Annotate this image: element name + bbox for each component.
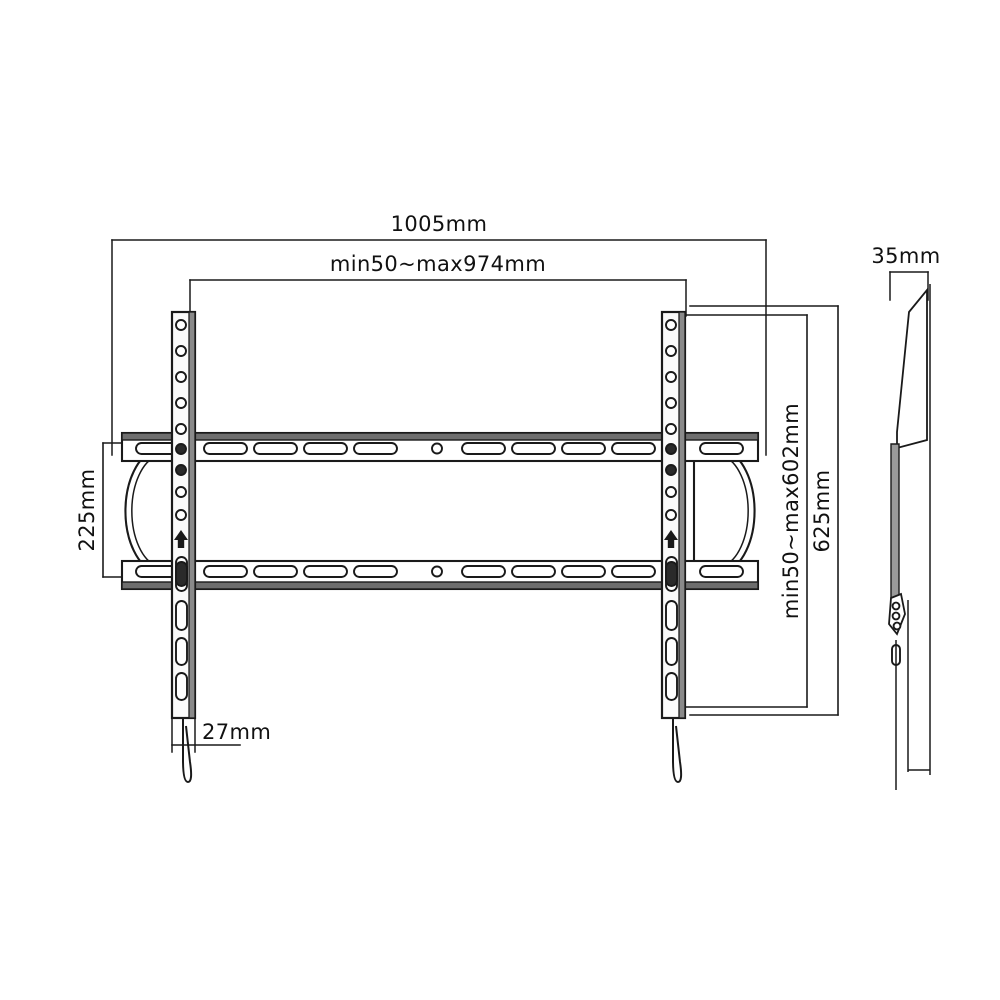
depth-label: 35mm bbox=[871, 244, 940, 268]
side-hole-mid bbox=[891, 611, 901, 621]
front-view bbox=[120, 310, 760, 784]
side-upper-arm bbox=[896, 287, 928, 450]
center-plate bbox=[184, 450, 696, 572]
top-rail-shadow-band bbox=[121, 432, 759, 441]
bottom-rail-shadow-band bbox=[121, 581, 759, 590]
right-release-cord-hook bbox=[672, 718, 683, 784]
side-hole-upper bbox=[891, 601, 901, 611]
orientation-up-arrow-right bbox=[664, 530, 678, 548]
top-rail-center-hole bbox=[431, 442, 443, 455]
side-body-plate bbox=[890, 443, 900, 602]
dimension-overall-width: 1005mm bbox=[111, 212, 767, 456]
dimension-mount-height-range: min50~max602mm bbox=[685, 314, 808, 708]
left-vertical-strut bbox=[170, 310, 197, 784]
dimension-depth: 35mm bbox=[871, 244, 940, 301]
bottom-rail-center-hole bbox=[431, 565, 443, 578]
dimension-mount-width-range: min50~max974mm bbox=[189, 252, 687, 317]
side-hole-lower bbox=[892, 621, 902, 631]
dimension-strut-width: 27mm bbox=[171, 717, 271, 753]
body-height-label: 225mm bbox=[75, 469, 99, 552]
mount-width-label: min50~max974mm bbox=[330, 252, 546, 276]
left-strut-locking-notch bbox=[175, 561, 188, 587]
overall-width-label: 1005mm bbox=[391, 212, 488, 236]
dimension-overall-height: 625mm bbox=[689, 305, 839, 716]
right-vertical-strut bbox=[660, 310, 687, 784]
right-strut-locking-notch bbox=[665, 561, 678, 587]
side-profile-view bbox=[888, 284, 931, 790]
strut-width-label: 27mm bbox=[202, 720, 271, 744]
bottom-horizontal-rail bbox=[120, 559, 760, 591]
right-strut-edge bbox=[678, 311, 686, 719]
orientation-up-arrow bbox=[174, 530, 188, 548]
overall-height-label: 625mm bbox=[810, 470, 834, 553]
mount-height-label: min50~max602mm bbox=[779, 403, 803, 619]
left-strut-edge bbox=[188, 311, 196, 719]
top-horizontal-rail bbox=[120, 431, 760, 463]
left-release-cord-hook bbox=[182, 718, 193, 784]
